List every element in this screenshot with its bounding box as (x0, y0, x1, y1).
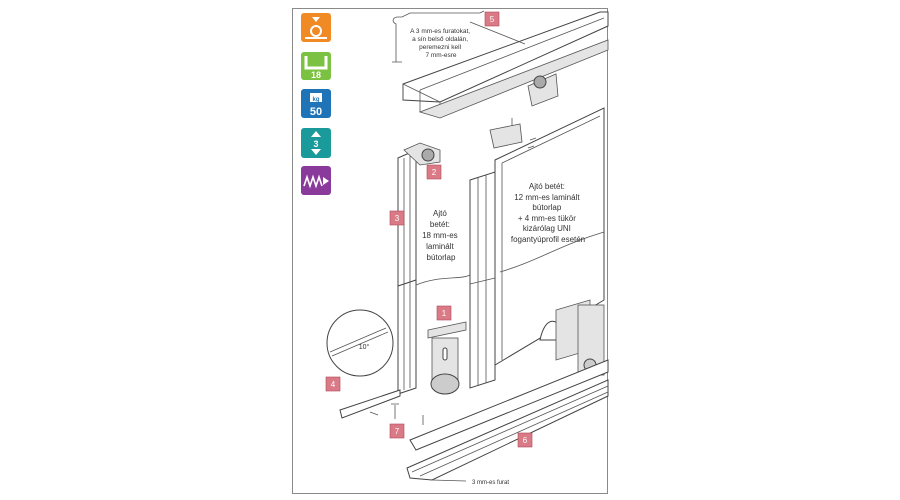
top-rail (402, 11, 609, 119)
svg-text:kg: kg (312, 97, 319, 103)
rail-profile-detail (392, 10, 485, 63)
part-label-3: 3 (389, 210, 405, 226)
screw-icon (369, 403, 424, 425)
weight-icon: kg 50 (301, 89, 331, 118)
door-stile-left (397, 142, 441, 395)
top-guide-hardware (421, 73, 559, 162)
leader-line (431, 479, 467, 482)
part-label-5: 5 (484, 11, 500, 27)
door-stile-center (469, 171, 496, 389)
leader-line (469, 21, 526, 45)
svg-text:3: 3 (395, 214, 400, 223)
svg-text:1: 1 (442, 309, 447, 318)
svg-text:10°: 10° (359, 343, 370, 351)
door-panel-right (415, 107, 605, 366)
svg-text:18: 18 (311, 70, 321, 80)
svg-text:6: 6 (523, 436, 528, 445)
svg-text:50: 50 (310, 106, 322, 118)
svg-text:3: 3 (313, 139, 318, 149)
mounting-icon (301, 13, 331, 42)
right-insert-note: Ajtó betét: 12 mm-es laminált bútorlap +… (511, 182, 585, 244)
part-label-6: 6 (517, 432, 533, 448)
part-label-7: 7 (389, 423, 405, 439)
bottom-roller-left (427, 321, 467, 395)
svg-text:2: 2 (432, 168, 437, 177)
detail-magnifier: 10° (326, 309, 394, 377)
svg-text:5: 5 (490, 15, 495, 24)
hole-note: 3 mm-es furat (472, 480, 509, 486)
svg-text:4: 4 (331, 380, 336, 389)
part-label-4: 4 (325, 376, 341, 392)
part-label-1: 1 (436, 305, 452, 321)
left-insert-note: Ajtó betét: 18 mm-es laminált bútorlap (422, 209, 460, 262)
diagram-frame (292, 8, 608, 494)
top-note: A 3 mm-es furatokat, a sín belső oldalán… (410, 28, 472, 59)
part-label-2: 2 (426, 164, 442, 180)
svg-text:7: 7 (395, 427, 400, 436)
panel-thickness-icon: 18 (301, 52, 331, 80)
floor-guide-profile (339, 389, 401, 419)
soft-close-icon (301, 166, 331, 195)
adjust-height-icon: 3 (301, 128, 331, 158)
